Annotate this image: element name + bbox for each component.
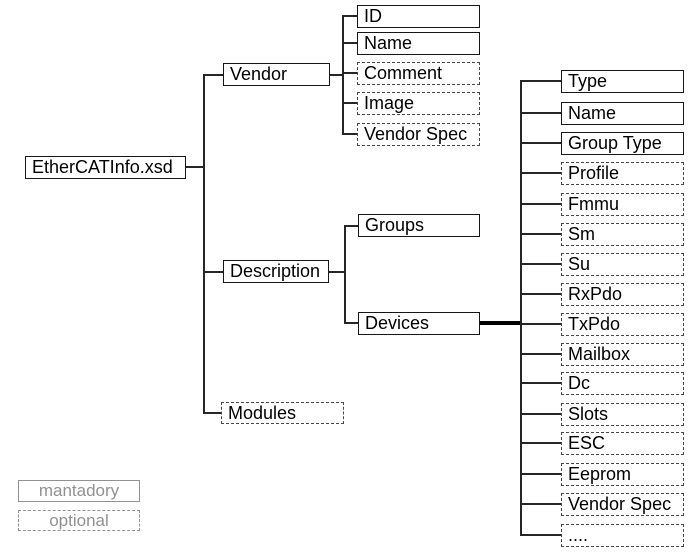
legend-optional: optional xyxy=(18,510,140,531)
connector-vendor-spine xyxy=(342,15,344,135)
node-ethercatinfo-root: EtherCATInfo.xsd xyxy=(25,156,186,179)
connector-to-txpdo xyxy=(522,323,561,325)
connector-devices-spine xyxy=(520,80,522,536)
connector-main-spine xyxy=(203,74,205,414)
node-esc: ESC xyxy=(561,432,684,455)
node-groups: Groups xyxy=(358,214,480,237)
connector-to-sm xyxy=(522,233,561,235)
node-vendor-spec: Vendor Spec xyxy=(357,123,480,146)
connector-to-eeprom xyxy=(522,473,561,475)
connector-to-dc xyxy=(522,382,561,384)
connector-to-id xyxy=(344,15,357,17)
connector-to-comment xyxy=(344,72,357,74)
node-dc: Dc xyxy=(561,372,684,395)
node-device-vendor-spec: Vendor Spec xyxy=(561,493,684,516)
connector-to-device-vendor-spec xyxy=(522,503,561,505)
connector-to-esc xyxy=(522,442,561,444)
connector-to-ellipsis xyxy=(522,534,561,536)
node-description: Description xyxy=(223,260,329,283)
connector-to-vendor-spec xyxy=(344,133,357,135)
node-type: Type xyxy=(561,70,684,93)
node-sm: Sm xyxy=(561,223,684,246)
connector-root xyxy=(186,166,203,168)
connector-to-description xyxy=(205,271,223,273)
node-group-type: Group Type xyxy=(561,132,684,155)
connector-to-modules xyxy=(205,412,221,414)
node-fmmu: Fmmu xyxy=(561,193,684,216)
node-slots: Slots xyxy=(561,403,684,426)
node-id: ID xyxy=(357,5,480,28)
node-name: Name xyxy=(357,32,480,55)
connector-to-fmmu xyxy=(522,203,561,205)
connector-devices-link xyxy=(480,321,522,325)
legend-mandatory: mantadory xyxy=(18,480,140,502)
node-modules: Modules xyxy=(221,402,344,424)
connector-to-groups xyxy=(346,225,358,227)
node-rxpdo: RxPdo xyxy=(561,283,684,306)
node-device-name: Name xyxy=(561,102,684,125)
node-mailbox: Mailbox xyxy=(561,343,684,366)
connector-to-su xyxy=(522,263,561,265)
connector-vendor-out xyxy=(330,74,342,76)
node-profile: Profile xyxy=(561,162,684,185)
connector-to-profile xyxy=(522,172,561,174)
connector-description-out xyxy=(328,271,344,273)
node-eeprom: Eeprom xyxy=(561,463,684,486)
node-image: Image xyxy=(357,92,480,115)
connector-to-vendor xyxy=(205,74,223,76)
node-vendor: Vendor xyxy=(223,63,330,86)
connector-to-name xyxy=(344,42,357,44)
connector-to-devices xyxy=(346,322,358,324)
connector-to-slots xyxy=(522,413,561,415)
node-su: Su xyxy=(561,253,684,276)
connector-to-type xyxy=(522,80,561,82)
connector-to-rxpdo xyxy=(522,293,561,295)
node-txpdo: TxPdo xyxy=(561,313,684,336)
connector-to-image xyxy=(344,102,357,104)
node-ellipsis: .... xyxy=(561,524,684,547)
node-devices: Devices xyxy=(358,312,480,335)
connector-to-device-name xyxy=(522,112,561,114)
connector-description-spine xyxy=(344,225,346,324)
connector-to-mailbox xyxy=(522,353,561,355)
node-comment: Comment xyxy=(357,62,480,85)
connector-to-group-type xyxy=(522,142,561,144)
